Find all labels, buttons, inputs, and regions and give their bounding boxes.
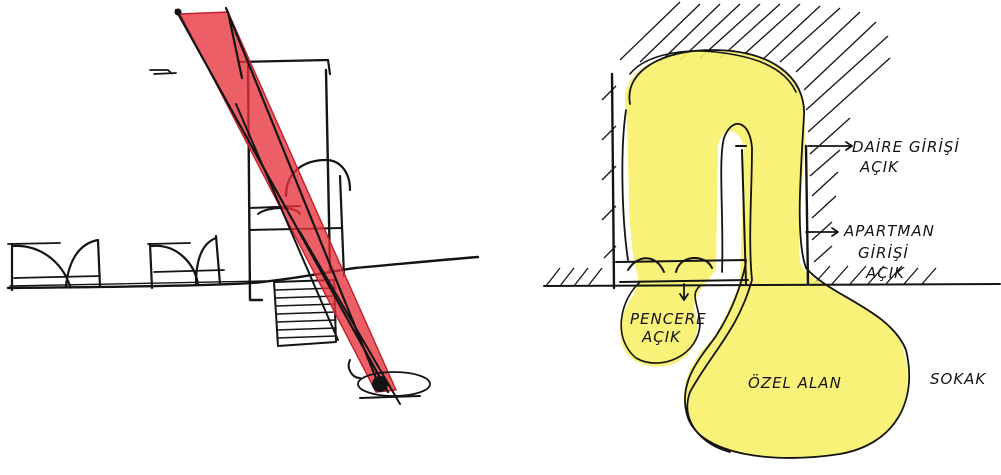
sight-cone-fill	[180, 12, 396, 392]
label-apartman-line2: GİRİŞİ	[858, 243, 909, 262]
sight-start-dot	[175, 9, 182, 16]
daire-arrow	[808, 142, 852, 150]
left-sketch	[8, 8, 478, 404]
right-sketch: DAİRE GİRİŞİ AÇIK APARTMAN GİRİŞİ AÇIK P…	[544, 2, 1000, 459]
apartman-arrow	[806, 228, 838, 236]
label-daire-line2: AÇIK	[859, 158, 899, 176]
door-arc-2	[148, 236, 224, 288]
door-arc-1	[8, 240, 100, 290]
label-apartman-line1: APARTMAN	[843, 222, 935, 240]
label-pencere-line1: PENCERE	[630, 310, 707, 328]
label-ozel-alan: ÖZEL ALAN	[748, 373, 842, 392]
left-ground-line	[8, 257, 478, 288]
label-pencere-line2: AÇIK	[641, 328, 681, 346]
label-apartman-line3: AÇIK	[865, 264, 905, 282]
label-daire-line1: DAİRE GİRİŞİ	[852, 137, 960, 156]
label-sokak: SOKAK	[930, 370, 986, 388]
